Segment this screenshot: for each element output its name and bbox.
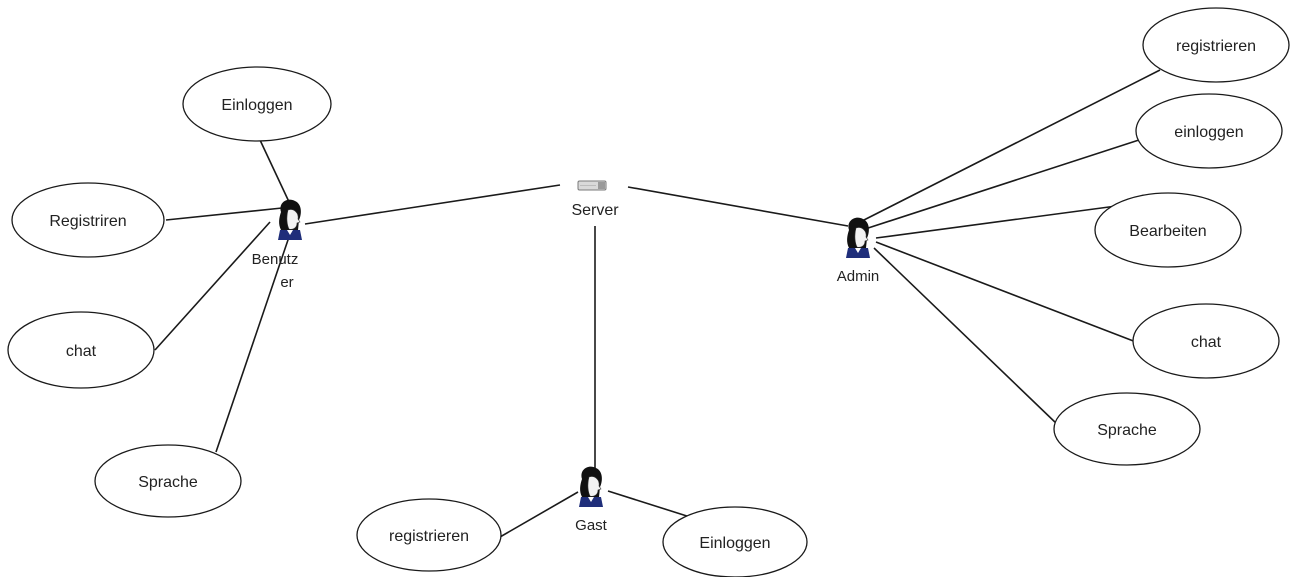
line-admin-chat — [875, 241, 1137, 343]
use-case: chat — [7, 311, 155, 389]
use-case-label: Sprache — [1097, 422, 1157, 439]
use-case-label: chat — [1191, 334, 1222, 351]
line-benutzer-einloggen — [259, 139, 291, 205]
use-case: Bearbeiten — [1094, 192, 1242, 268]
use-case: Registriren — [11, 182, 165, 258]
line-admin-einloggen — [861, 138, 1143, 231]
use-case: Sprache — [94, 444, 242, 518]
use-case-label: Registriren — [49, 213, 126, 230]
line-benutzer-sprache — [215, 233, 291, 453]
use-case-label: Sprache — [138, 474, 198, 491]
connection-lines — [154, 69, 1161, 538]
person-icon — [845, 217, 871, 259]
line-benutzer-server — [304, 184, 561, 225]
use-case: Einloggen — [182, 66, 332, 142]
actor-benutzer: Benutz er — [252, 199, 303, 291]
line-benutzer-chat — [154, 221, 271, 351]
use-case-label: Bearbeiten — [1129, 223, 1206, 240]
server-node: Server — [571, 180, 619, 219]
line-gast-einloggen — [607, 490, 691, 518]
use-case-label: Einloggen — [699, 535, 770, 552]
actor-label: Gast — [575, 517, 608, 534]
actor-label-line2: er — [280, 274, 293, 291]
use-case: registrieren — [356, 498, 502, 572]
use-case-label: registrieren — [389, 528, 469, 545]
use-case-label: Einloggen — [221, 97, 292, 114]
line-admin-sprache — [873, 247, 1059, 426]
line-server-admin — [627, 186, 849, 227]
line-admin-registrieren — [859, 69, 1161, 223]
actor-admin: Admin — [837, 217, 880, 285]
use-case: registrieren — [1142, 7, 1290, 83]
server-label: Server — [571, 202, 619, 219]
actor-label: Admin — [837, 268, 880, 285]
use-case: Sprache — [1053, 392, 1201, 466]
person-icon — [578, 466, 604, 508]
use-case: einloggen — [1135, 93, 1283, 169]
use-case-label: chat — [66, 343, 97, 360]
line-admin-bearbeiten — [875, 204, 1125, 239]
use-case: Einloggen — [662, 506, 808, 577]
actor-gast: Gast — [575, 466, 608, 534]
line-benutzer-registriren — [165, 207, 283, 221]
actor-label-line1: Benutz — [252, 251, 299, 268]
line-gast-registrieren — [499, 491, 579, 538]
use-case-label: einloggen — [1174, 124, 1243, 141]
person-icon — [277, 199, 303, 241]
use-case: chat — [1132, 303, 1280, 379]
server-icon — [577, 180, 607, 191]
use-case-label: registrieren — [1176, 38, 1256, 55]
